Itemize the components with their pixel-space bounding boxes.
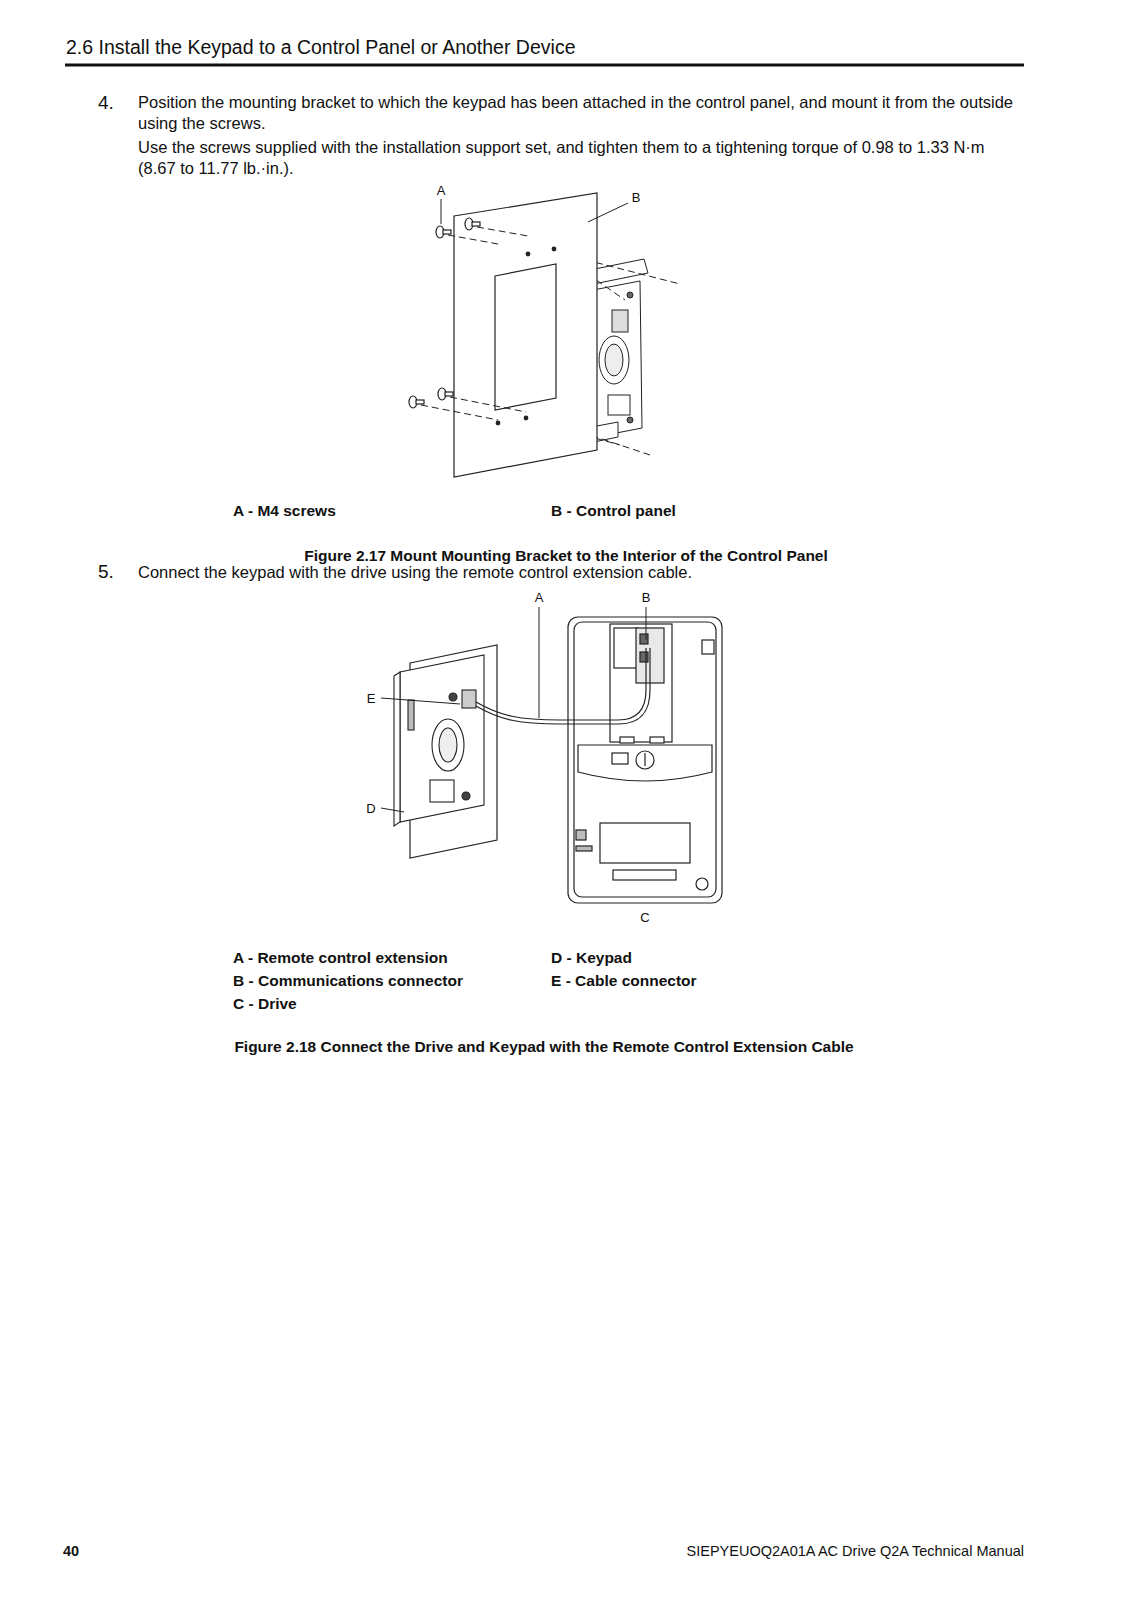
step-number: 5.	[98, 561, 114, 582]
extension-cable-part	[476, 648, 646, 720]
drive-housing-part	[644, 753, 645, 766]
m4-screw-part	[416, 400, 424, 404]
leader-line	[381, 607, 646, 812]
key-entry: E - Cable connector	[551, 970, 697, 991]
m4-screw-part	[443, 230, 451, 234]
footer-text: SIEPYEUOQ2A01A AC Drive Q2A Technical Ma…	[687, 1541, 1024, 1562]
screw-dashes-part	[448, 235, 498, 244]
bracket-keypad-part	[612, 310, 628, 332]
control-panel-plate-part	[524, 416, 528, 420]
drive-housing-part	[612, 753, 628, 764]
bracket-keypad-part	[627, 292, 633, 298]
m4-screw-part	[445, 392, 453, 396]
control-panel-plate-part	[526, 252, 530, 256]
bracket-keypad-part	[599, 336, 629, 384]
key-entry: D - Keypad	[551, 947, 632, 968]
drive-housing-part	[640, 652, 648, 662]
drive-housing-part	[576, 830, 586, 840]
bracket-keypad-part	[627, 417, 633, 423]
step-text: Use the screws supplied with the install…	[138, 137, 1018, 179]
key-entry: B - Control panel	[551, 500, 676, 521]
figure-caption: Figure 2.17 Mount Mounting Bracket to th…	[304, 545, 828, 566]
control-panel-plate-part	[496, 421, 500, 425]
m4-screw-part	[472, 222, 480, 226]
step-number: 4.	[98, 92, 114, 113]
keypad	[394, 655, 484, 826]
drive-housing-part	[568, 617, 722, 903]
page-number: 40	[63, 1541, 79, 1562]
drive-housing-part	[636, 751, 654, 769]
leader-line-part	[539, 607, 540, 718]
keypad-part	[462, 690, 476, 708]
leader-line-part	[646, 607, 647, 640]
control-panel-plate-part	[454, 193, 597, 477]
extension-cable	[476, 648, 650, 724]
drive-housing-part	[613, 870, 676, 880]
callout-letter: B	[632, 191, 641, 204]
keypad-part	[408, 700, 414, 730]
bracket-keypad-part	[608, 395, 630, 415]
control-panel-plate-part	[495, 264, 556, 410]
keypad-part	[432, 719, 464, 771]
step-text: Position the mounting bracket to which t…	[138, 92, 1018, 134]
control-panel-plate	[454, 193, 597, 477]
callout-letter: A	[437, 184, 446, 197]
control-panel-plate-part	[552, 247, 556, 251]
drive-housing-part	[614, 628, 638, 668]
drive-housing-part	[574, 622, 716, 897]
keypad-part	[430, 780, 454, 802]
drive-housing-part	[650, 737, 664, 743]
drive-housing-part	[640, 634, 648, 644]
callout-letter: E	[367, 692, 376, 705]
leader-line-part	[381, 808, 404, 812]
key-entry: C - Drive	[233, 993, 297, 1014]
leader-line	[441, 199, 628, 224]
key-entry: B - Communications connector	[233, 970, 463, 991]
callout-letter: B	[642, 591, 651, 604]
drive-housing-part	[576, 846, 592, 851]
drive-housing-part	[620, 737, 634, 743]
leader-line-part	[381, 698, 460, 704]
screw-dashes-part	[421, 405, 498, 420]
drive-housing-part	[578, 745, 712, 781]
bracket-keypad-part	[605, 344, 623, 376]
key-entry: A - M4 screws	[233, 500, 336, 521]
leader-line-part	[588, 203, 628, 222]
m4-screw	[409, 218, 480, 408]
callout-letter: D	[366, 802, 375, 815]
screw-dashes-part	[450, 397, 526, 412]
header-rule	[65, 64, 1024, 67]
screw-dashes	[421, 227, 528, 420]
figure-caption: Figure 2.18 Connect the Drive and Keypad…	[234, 1036, 853, 1057]
drive-housing-part	[600, 823, 690, 863]
keypad-part	[449, 693, 457, 701]
leader-line-part	[441, 199, 442, 224]
drive-housing-part	[696, 878, 708, 890]
keypad-part	[462, 792, 470, 800]
callout-letter: C	[640, 911, 649, 924]
key-entry: A - Remote control extension	[233, 947, 448, 968]
keypad-part	[400, 655, 484, 822]
callout-letter: A	[535, 591, 544, 604]
drive-housing	[568, 617, 722, 903]
keypad-part	[394, 672, 400, 826]
step-text: Connect the keypad with the drive using …	[138, 562, 1018, 583]
screw-dashes-part	[477, 227, 528, 236]
drive-housing-part	[702, 640, 714, 654]
section-header: 2.6 Install the Keypad to a Control Pane…	[66, 37, 575, 58]
keypad-part	[439, 728, 457, 762]
extension-cable-part	[476, 648, 650, 724]
